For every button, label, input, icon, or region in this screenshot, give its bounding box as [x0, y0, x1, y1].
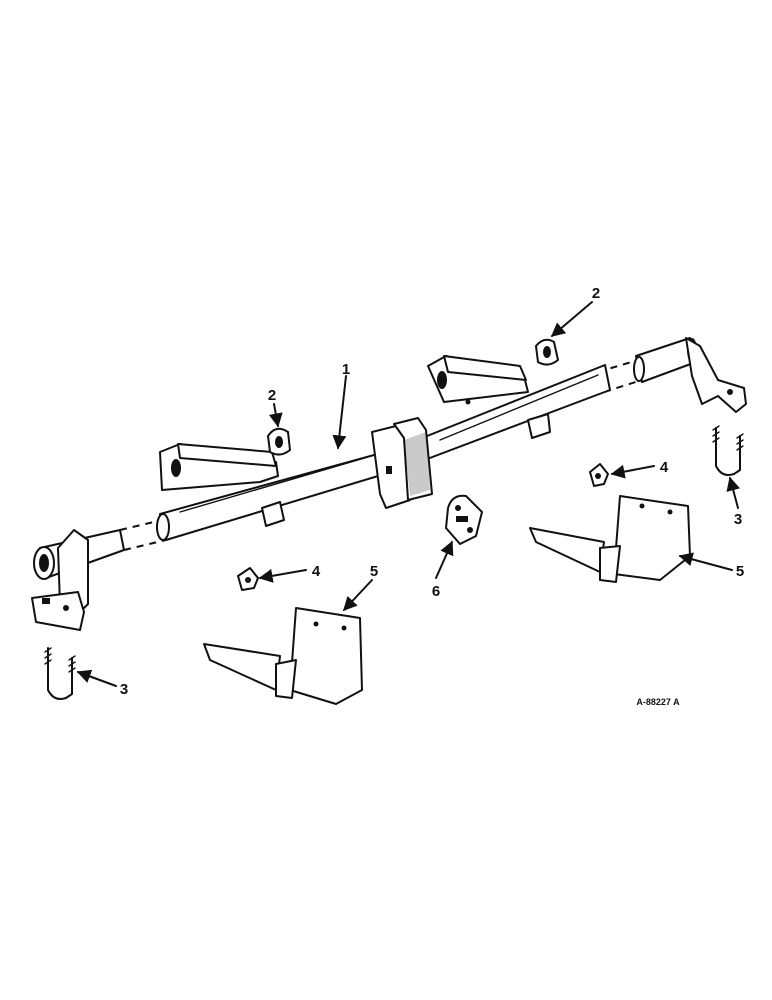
leader-lines	[76, 301, 741, 687]
callout-4-left: 4	[312, 563, 321, 580]
main-tube-assembly	[31, 337, 747, 631]
fastener-part-left	[237, 567, 259, 591]
u-bolt-part-left	[44, 647, 76, 700]
callout-1: 1	[342, 361, 350, 378]
shield-part-left	[203, 607, 363, 705]
clip-part-right	[535, 338, 559, 366]
u-bolt-part-right	[712, 425, 744, 476]
callout-3-right: 3	[734, 511, 742, 528]
callout-5-right: 5	[736, 563, 744, 580]
figure-id: A-88227 A	[636, 697, 680, 707]
callout-5-left: 5	[370, 563, 378, 580]
callout-4-right: 4	[660, 459, 669, 476]
clip-part-left	[267, 427, 291, 456]
callout-2-left: 2	[268, 387, 276, 404]
bracket-plate-part	[445, 494, 483, 545]
callout-2-right: 2	[592, 285, 600, 302]
callout-6: 6	[432, 583, 440, 600]
callout-3-left: 3	[120, 681, 128, 698]
fastener-part-right	[589, 463, 609, 487]
shield-part-right	[529, 495, 691, 583]
